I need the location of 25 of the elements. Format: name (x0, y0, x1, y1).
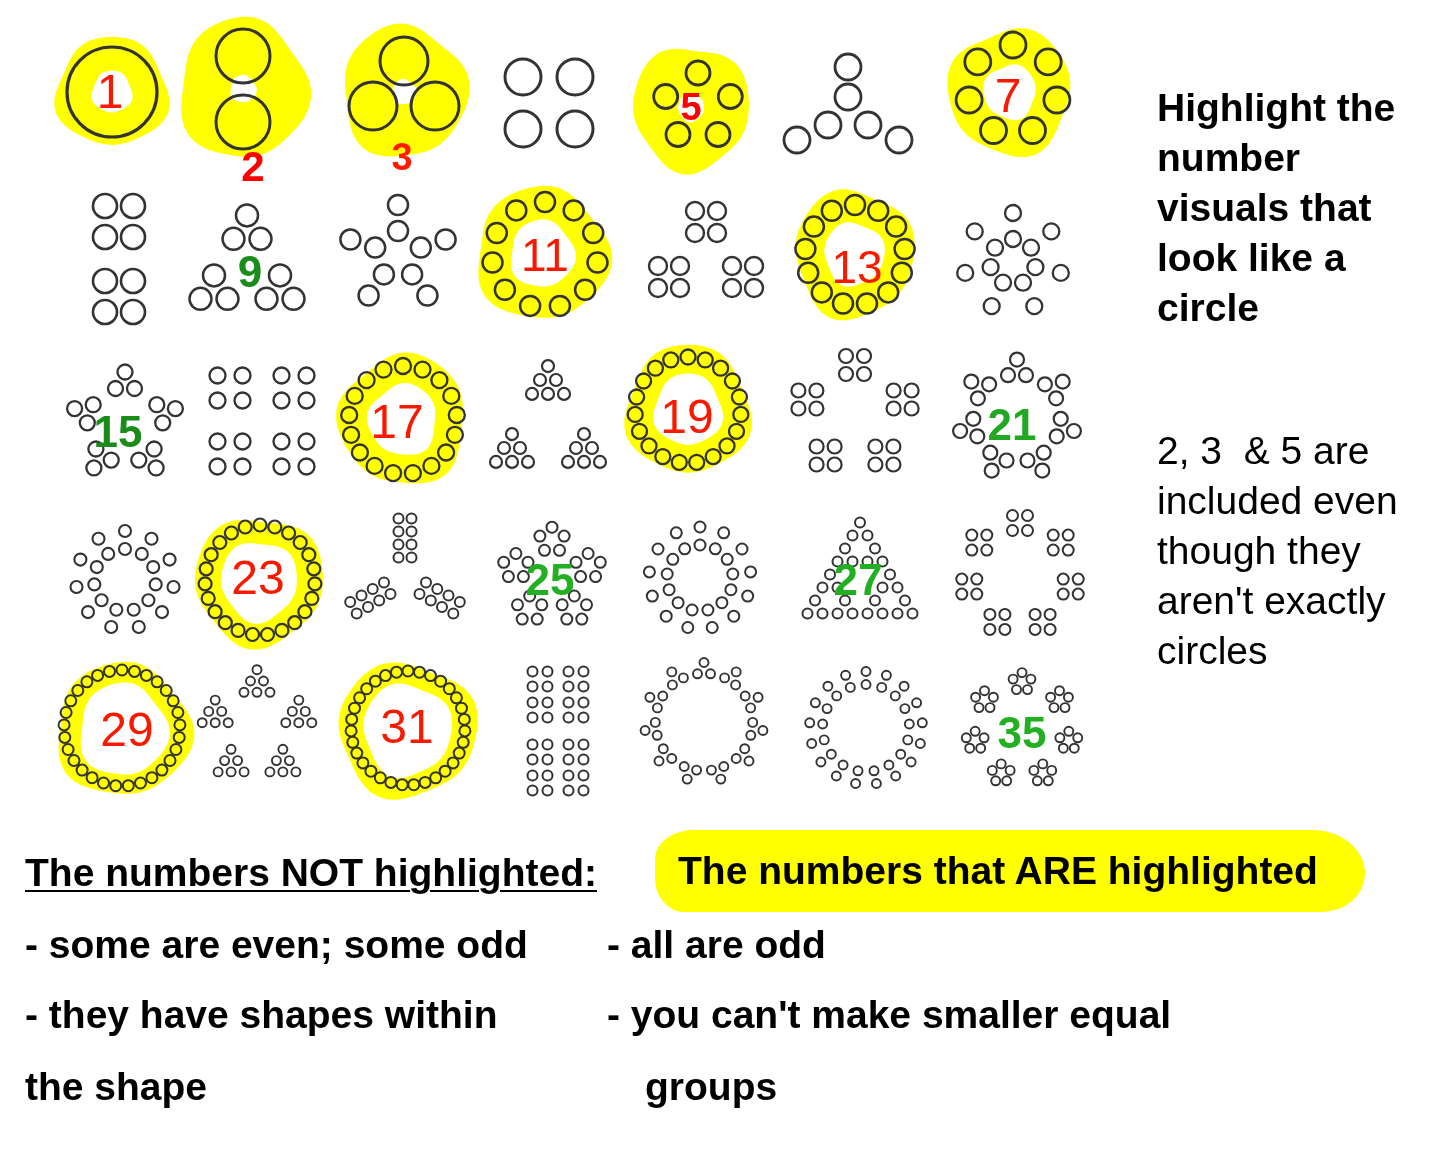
number-label: 13 (831, 244, 883, 290)
bullet-text: - you can't make smaller equal groups (607, 992, 1173, 1110)
number-label: 9 (237, 250, 263, 294)
number-label: 1 (96, 68, 124, 116)
number-label: 31 (380, 703, 434, 751)
number-label: 11 (521, 232, 569, 278)
number-label: 25 (525, 558, 575, 602)
bullet-text: - they have shapes within the shape (25, 992, 499, 1110)
number-label: 29 (100, 706, 154, 754)
number-label: 19 (660, 393, 714, 441)
number-label: 2 (241, 146, 265, 188)
bullet-text: - some are even; some odd (25, 922, 528, 968)
number-label: 5 (680, 88, 702, 126)
instruction-text: Highlight the number visuals that look like a circle (1157, 85, 1397, 331)
note-text: 2, 3 & 5 are included even though they aren't exactly circles (1157, 428, 1399, 674)
number-label: 23 (231, 554, 285, 602)
number-label: 7 (994, 72, 1022, 120)
number-label: 15 (93, 410, 143, 454)
bullet-text: - all are odd (607, 922, 826, 968)
number-label: 27 (833, 558, 883, 602)
column-heading: The numbers NOT highlighted: (25, 850, 597, 896)
number-label: 35 (997, 711, 1047, 755)
number-label: 21 (987, 403, 1037, 447)
highlighted-heading: The numbers that ARE highlighted (655, 830, 1365, 912)
number-label: 17 (370, 398, 424, 446)
